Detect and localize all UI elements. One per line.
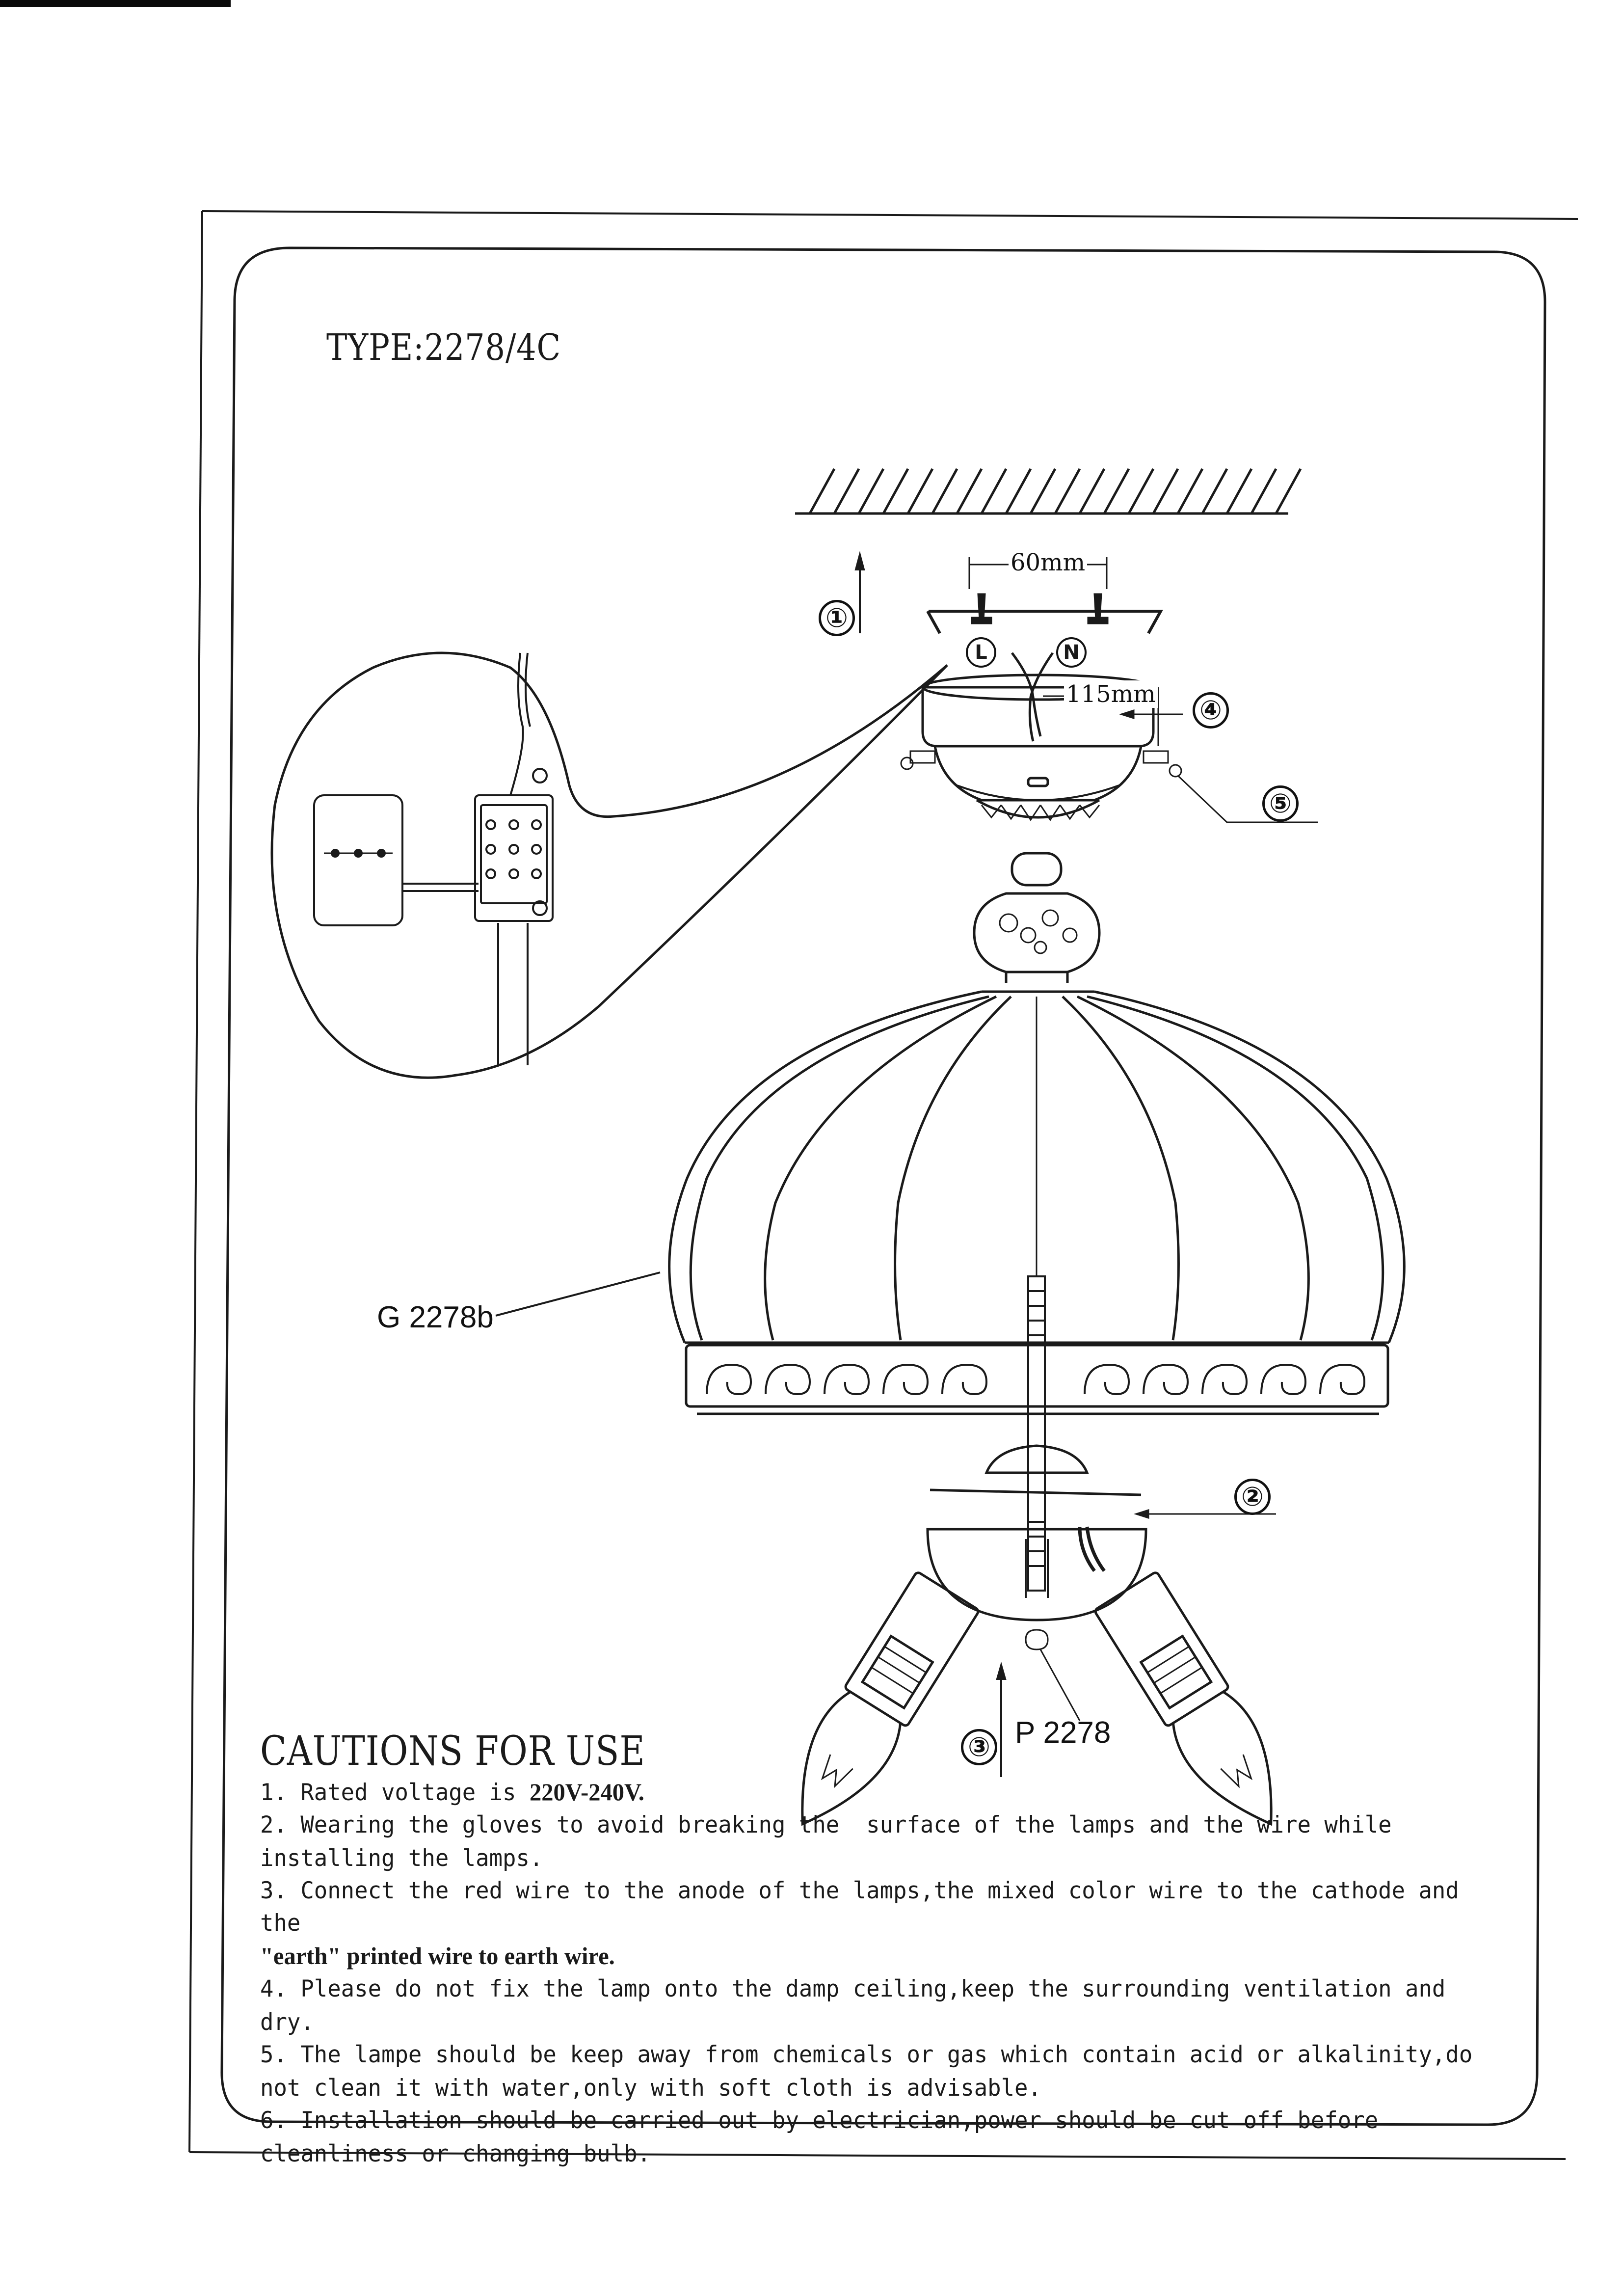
scroll-ornament-band <box>706 1363 1366 1396</box>
glass-shade-cage <box>668 990 1406 1415</box>
candle-bulb-icon <box>801 1571 1273 1826</box>
dimension-60mm: 60mm <box>1009 549 1088 576</box>
cautions-title: CAUTIONS FOR USE <box>260 1728 645 1775</box>
caution-item-5: 5. The lampe should be keep away from ch… <box>260 2041 1473 2102</box>
caution-item-4: 4. Please do not fix the lamp onto the d… <box>260 1975 1459 2036</box>
shade-code-label: G 2278b <box>377 1300 494 1334</box>
step-5-leader <box>1177 775 1318 823</box>
dimension-115mm: 115mm <box>1064 680 1158 708</box>
step-2-marker: ② <box>1234 1479 1271 1515</box>
cautions-section: CAUTIONS FOR USE 1. Rated voltage is 220… <box>260 1728 1517 2170</box>
outer-frame-top <box>202 210 1578 220</box>
caution-item-1: 1. Rated voltage is 220V-240V. <box>260 1778 644 1806</box>
step-5-marker: ⑤ <box>1262 785 1299 822</box>
scan-edge-mark <box>0 0 231 7</box>
terminal-block-icon <box>313 652 554 1065</box>
step-4-marker: ④ <box>1193 692 1229 729</box>
step-1-marker: ① <box>819 600 855 636</box>
screw-icon <box>971 593 1109 624</box>
caution-item-6: 6. Installation should be carried out by… <box>260 2107 1379 2167</box>
step-3-marker: ③ <box>961 1729 997 1765</box>
outer-frame-left <box>188 211 203 2153</box>
p2278-leader <box>1039 1649 1081 1721</box>
g2278b-leader <box>495 1271 661 1317</box>
step-1-arrow <box>854 551 865 633</box>
wiring-detail-bubble <box>270 651 948 1079</box>
threaded-rod <box>1027 1275 1046 1592</box>
neutral-wire-mark: N <box>1056 637 1087 668</box>
caution-item-2: 2. Wearing the gloves to avoid breaking … <box>260 1811 1392 1872</box>
caution-item-3: 3. Connect the red wire to the anode of … <box>260 1877 1459 1970</box>
supply-wires <box>1011 652 1054 742</box>
ceiling-hatch-icon <box>795 468 1302 515</box>
step-3-arrow <box>996 1661 1007 1777</box>
decorative-finial <box>973 852 1101 983</box>
lamp-holder-body <box>926 1444 1147 1650</box>
live-wire-mark: L <box>966 637 996 668</box>
outer-frame-bottom <box>189 2151 1566 2160</box>
type-label: TYPE:2278/4C <box>326 326 561 369</box>
inner-rounded-frame <box>220 246 1546 2126</box>
part-code-label: P 2278 <box>1015 1716 1111 1750</box>
